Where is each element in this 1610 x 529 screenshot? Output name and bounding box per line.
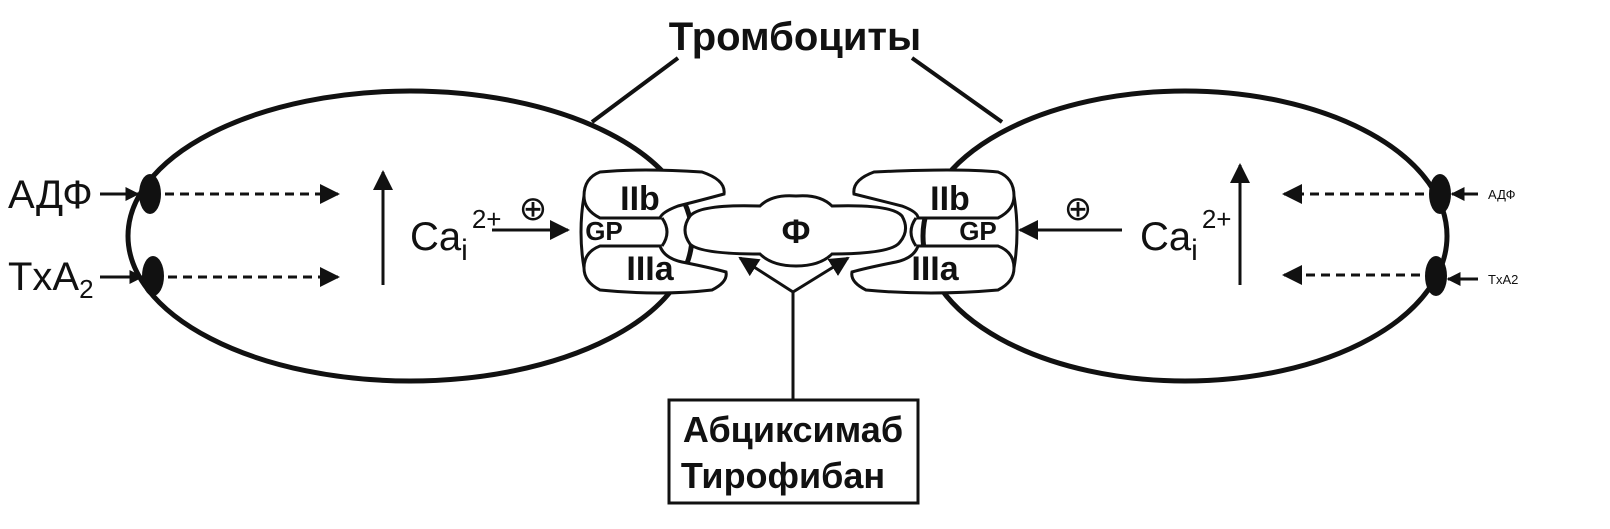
drug-abciximab: Абциксимаб xyxy=(683,409,903,450)
left-gp-iiia-subunit xyxy=(582,244,728,295)
left-gp-complex: IIb GP IIIa xyxy=(579,168,728,295)
right-gp-label: GP xyxy=(959,216,997,246)
title-pointer-left xyxy=(590,56,680,124)
right-gp-outline xyxy=(1012,195,1019,269)
right-activation-plus-icon: ⊕ xyxy=(1064,190,1093,228)
drug-inhibition-arrows xyxy=(738,256,850,400)
left-gp-inner-outline xyxy=(660,217,669,247)
right-adp-receptor xyxy=(1429,174,1451,214)
drug-tirofiban: Тирофибан xyxy=(681,455,885,496)
right-platelet: АДФ TxA2 Cai2+ ⊕ IIb GP IIIa xyxy=(850,88,1518,384)
right-gp-complex: IIb GP IIIa xyxy=(850,168,1019,295)
right-adp-label: АДФ xyxy=(1488,187,1516,202)
right-calcium-label: Cai2+ xyxy=(1140,204,1231,267)
left-gp-outline xyxy=(579,195,586,269)
right-txa2-label: TxA2 xyxy=(1488,272,1518,287)
left-calcium-label: Cai2+ xyxy=(410,204,501,267)
left-txa2-receptor xyxy=(142,256,164,296)
left-activation-plus-icon: ⊕ xyxy=(519,190,548,228)
left-txa2-label: TxA2 xyxy=(8,255,94,304)
fibrinogen-label: Ф xyxy=(781,213,810,251)
drug-box-frame xyxy=(667,398,920,505)
left-gp-label: GP xyxy=(585,216,623,246)
title-platelets: Тромбоциты xyxy=(669,15,921,59)
drug-box: Абциксимаб Тирофибан xyxy=(667,398,920,505)
left-adp-receptor xyxy=(139,174,161,214)
fibrinogen-molecule xyxy=(683,194,907,268)
right-gp-inner-outline xyxy=(909,217,918,247)
left-platelet: АДФ TxA2 Cai2+ ⊕ IIb GP IIIa xyxy=(8,88,728,384)
right-platelet-membrane xyxy=(920,88,1450,384)
right-gp-iiia-label: IIIa xyxy=(911,250,959,288)
left-gp-iiia-label: IIIa xyxy=(626,250,674,288)
right-gp-iiia-subunit xyxy=(850,244,1016,295)
left-adp-label: АДФ xyxy=(8,173,93,217)
fibrinogen: Ф xyxy=(683,194,907,268)
drug-arrow-right xyxy=(792,256,850,294)
left-gp-iib-label: IIb xyxy=(620,180,660,218)
right-txa2-receptor xyxy=(1425,256,1447,296)
right-gp-iib-label: IIb xyxy=(930,180,970,218)
drug-arrow-left xyxy=(738,256,794,294)
title-pointer-right xyxy=(910,56,1004,124)
